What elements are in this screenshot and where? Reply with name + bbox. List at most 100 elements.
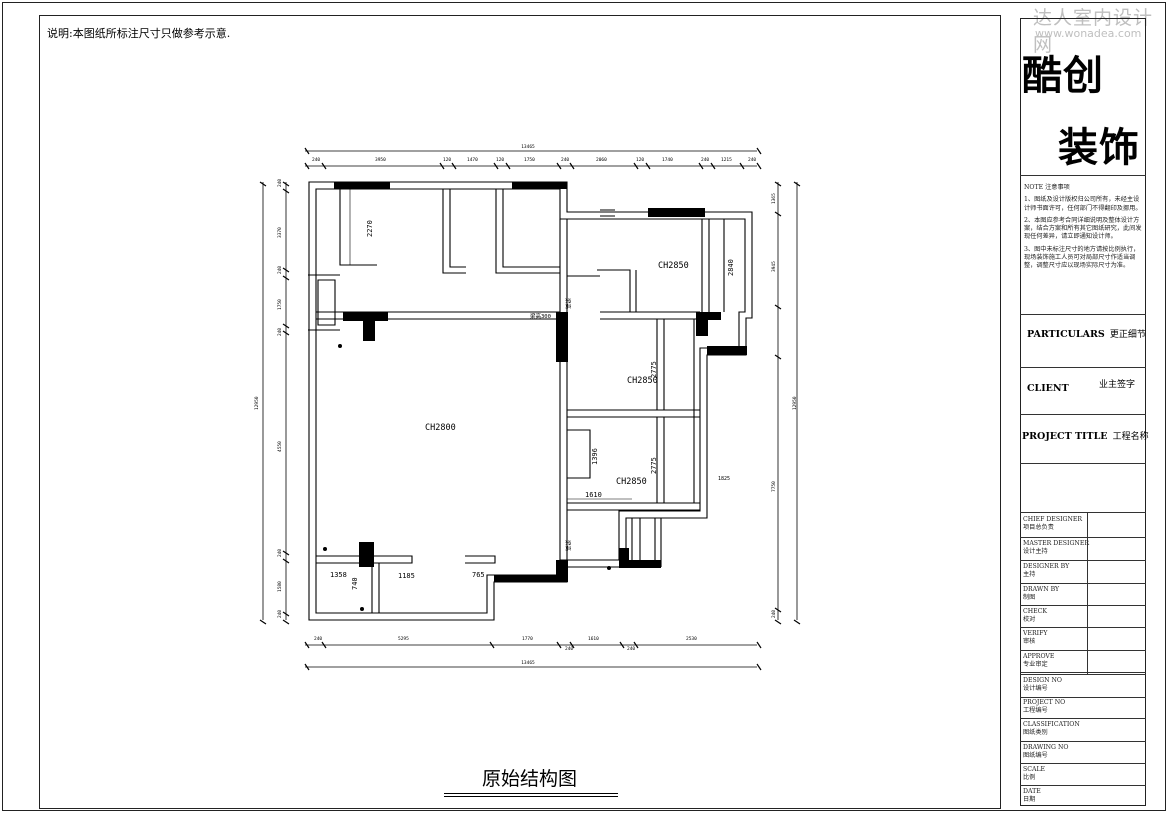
dim-right: 1365: [771, 193, 777, 204]
dimension-ticks: [304, 147, 762, 170]
dim-top: 240: [701, 157, 709, 163]
column: [696, 312, 721, 320]
interior-wall: [559, 219, 568, 575]
client-signature-label: 业主签字: [1099, 380, 1136, 390]
dimension-ticks: [774, 181, 801, 625]
particulars-row: PARTICULARS 更正细节: [1027, 322, 1146, 341]
dim-bottom: 2530: [686, 636, 697, 642]
column: [696, 312, 708, 336]
dim-left: 240: [277, 610, 283, 618]
dim-right-total: 12950: [792, 396, 798, 410]
column: [619, 560, 661, 568]
dim-inner: 1610: [585, 491, 602, 499]
pipe: [607, 566, 611, 570]
dim-inner: 2270: [366, 220, 374, 237]
dim-inner: 2775: [650, 457, 658, 474]
room-label: CH2850: [658, 261, 689, 271]
interior-wall: [567, 429, 591, 479]
dim-top: 2060: [596, 157, 607, 163]
interior-wall: [567, 269, 637, 312]
dim-left: 1750: [277, 299, 283, 310]
project-title-row: PROJECT TITLE 工程名称: [1022, 424, 1149, 443]
title-block-divider: [1020, 314, 1146, 315]
dim-inner: 1358: [330, 571, 347, 579]
title-block-frame: [1020, 18, 1146, 806]
dim-inner: 1396: [591, 448, 599, 465]
dim-top: 240: [561, 157, 569, 163]
room-label: CH2850: [616, 477, 647, 487]
dim-bottom: 240: [627, 646, 635, 652]
particulars-label: PARTICULARS: [1027, 329, 1105, 340]
title-block-notes: NOTE 注意事项 1、图纸及设计版权归公司所有，未经主设计师书面许可，任何部门…: [1024, 184, 1144, 275]
column: [512, 182, 567, 189]
drawing-note: 说明:本图纸所标注尺寸只做参考示意.: [47, 27, 231, 40]
exterior-wall: [308, 181, 753, 621]
beam-label-vertical: 梁高: [564, 540, 572, 552]
row-line: [1020, 605, 1146, 606]
dim-inner: 1825: [718, 476, 730, 482]
dim-top: 120: [636, 157, 644, 163]
row-line: [1020, 560, 1146, 561]
dim-inner: 1185: [398, 572, 415, 580]
dim-top: 1740: [662, 157, 673, 163]
dim-top: 240: [312, 157, 320, 163]
column: [707, 346, 747, 355]
pipe: [323, 547, 327, 551]
column: [363, 319, 375, 341]
dim-bottom: 1610: [588, 636, 599, 642]
dim-left: 1580: [277, 581, 283, 592]
client-label: CLIENT: [1027, 383, 1069, 394]
beam-label: 梁高300: [530, 312, 551, 320]
window: [600, 209, 615, 217]
dim-top: 1215: [721, 157, 732, 163]
column: [619, 548, 629, 568]
interior-wall: [371, 563, 380, 613]
floor-plan: 13465 240 3950 120 1470 120 1750 240 206…: [254, 144, 801, 671]
watermark-site-url: www.wonadea.com: [1035, 27, 1142, 40]
dim-left: 240: [277, 328, 283, 336]
dim-top: 1750: [524, 157, 535, 163]
row-line: [1020, 672, 1146, 673]
dim-inner: 2840: [727, 259, 735, 276]
client-row: CLIENT: [1027, 376, 1069, 395]
dim-right: 7750: [771, 481, 777, 492]
interior-wall: [631, 518, 662, 567]
interior-wall: [701, 219, 710, 312]
row-line: [1020, 627, 1146, 628]
interior-wall: [495, 189, 560, 274]
drawing-area-border: [39, 15, 1001, 809]
interior-wall: [567, 502, 700, 511]
dim-bottom: 240: [565, 646, 573, 652]
title-block-divider: [1020, 414, 1146, 415]
caption-underline: [444, 793, 618, 794]
row-line: [1020, 718, 1146, 719]
dim-left-total: 12950: [254, 396, 260, 410]
dimension-ticks: [259, 181, 290, 625]
interior-wall: [465, 555, 496, 564]
row-line: [1020, 741, 1146, 742]
dim-bottom: 1770: [522, 636, 533, 642]
dimension-ticks: [304, 641, 762, 671]
dim-inner: 765: [472, 571, 485, 579]
column: [359, 542, 374, 567]
column: [556, 560, 568, 582]
column: [343, 312, 388, 321]
row-line: [1020, 650, 1146, 651]
caption-underline: [444, 796, 618, 797]
particulars-cn-label: 更正细节: [1109, 330, 1146, 340]
exterior-wall: [315, 188, 746, 614]
row-line: [1020, 537, 1146, 538]
dim-bottom-total: 13465: [521, 660, 535, 666]
row-line: [1020, 763, 1146, 764]
